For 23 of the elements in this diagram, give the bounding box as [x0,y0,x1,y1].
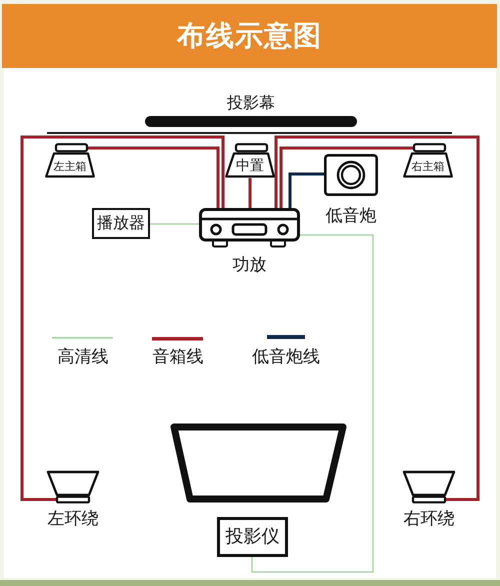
wire [248,178,252,208]
device-box [92,208,150,239]
speaker-label: 右环绕 [404,508,454,531]
wire [274,136,480,501]
device-label: 播放器 [97,212,145,234]
wire [280,146,414,208]
speaker-label: 左环绕 [48,508,98,531]
wire [288,172,324,208]
device-label: 功放 [232,254,266,276]
legend-label: 低音炮线 [252,346,320,368]
title: 布线示意图 [177,19,322,53]
wire [251,234,374,573]
device-box [217,517,288,557]
wire [150,223,199,225]
speaker-label: 左主箱 [54,159,86,175]
legend-label: 音箱线 [152,346,204,368]
legend-label: 高清线 [58,346,108,368]
screen-label: 投影幕 [227,92,275,114]
speaker-label: 右主箱 [412,159,444,175]
speaker-label: 中置 [236,158,264,175]
wire [87,146,220,208]
device-label: 投影仪 [226,525,280,549]
device-label: 低音炮 [326,205,376,228]
